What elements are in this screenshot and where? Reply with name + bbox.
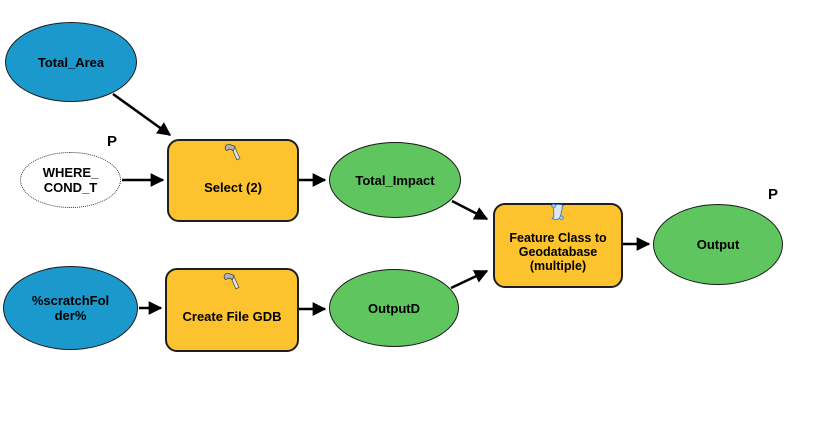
node-scratch-folder[interactable]: %scratchFol der% (3, 266, 138, 350)
node-outputd[interactable]: OutputD (329, 269, 459, 347)
node-create-gdb-tool[interactable]: Create File GDB (165, 268, 299, 352)
connector-totalarea-select[interactable] (112, 92, 172, 137)
node-output[interactable]: Output (653, 204, 783, 285)
node-fc-to-gdb-tool[interactable]: Feature Class to Geodatabase (multiple) (493, 203, 623, 288)
node-label: Feature Class to Geodatabase (multiple) (509, 230, 607, 273)
connector-outputd-fcgdb[interactable] (450, 269, 489, 290)
node-label: OutputD (368, 300, 420, 316)
scroll-script-icon (551, 203, 565, 221)
connector-totalimpact-fcgdb[interactable] (451, 199, 489, 221)
node-label: Output (696, 237, 740, 252)
parameter-marker-output: P (768, 186, 779, 203)
node-label: %scratchFol der% (31, 293, 110, 323)
hammer-icon (223, 272, 240, 290)
node-label: Create File GDB (182, 309, 282, 324)
node-label: Select (2) (204, 179, 262, 195)
node-where-cond[interactable]: WHERE_ COND_T (20, 152, 121, 208)
node-select-tool[interactable]: Select (2) (167, 139, 299, 222)
node-label: Total_Area (37, 54, 105, 70)
node-total-area[interactable]: Total_Area (5, 22, 137, 102)
parameter-marker-where-cond: P (107, 133, 118, 150)
hammer-icon (224, 143, 241, 161)
node-total-impact[interactable]: Total_Impact (329, 142, 461, 218)
node-label: Total_Impact (355, 172, 435, 188)
node-label: WHERE_ COND_T (42, 165, 99, 195)
